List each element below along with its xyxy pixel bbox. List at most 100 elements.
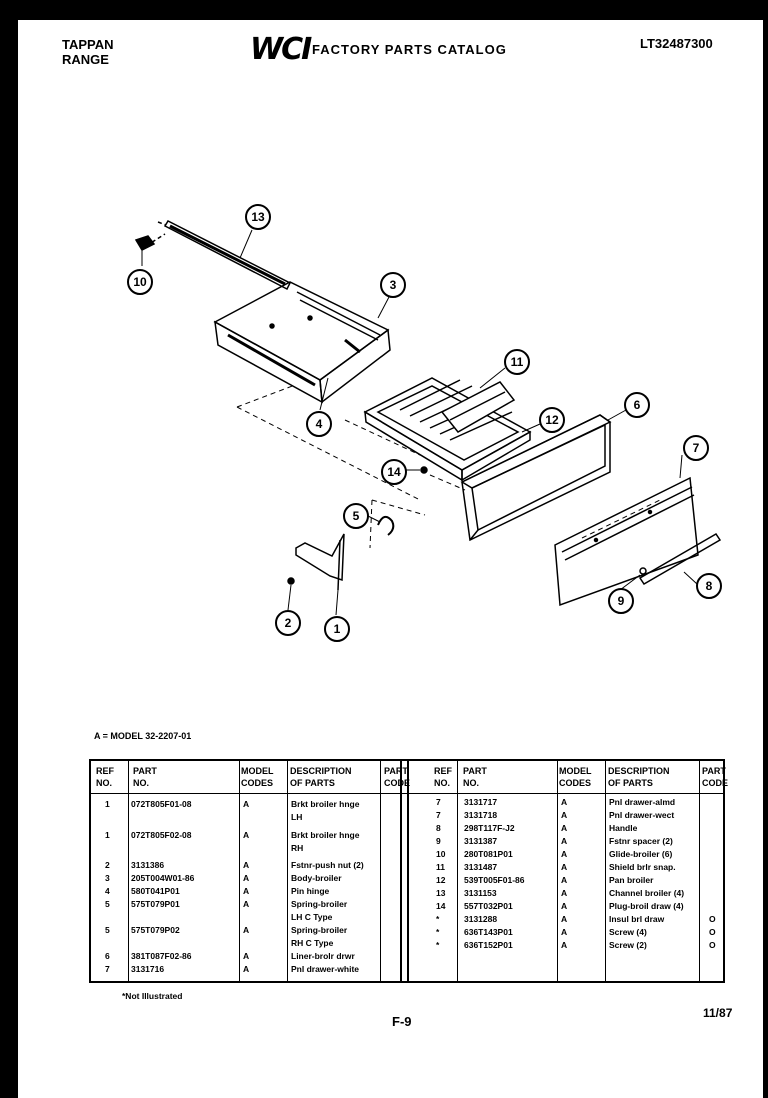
- catalog-number: LT32487300: [640, 36, 713, 51]
- cell-model: A: [561, 810, 568, 820]
- brand-line-1: TAPPAN: [62, 37, 114, 52]
- callout-1: 1: [324, 616, 350, 642]
- cell-ref: *: [436, 927, 440, 937]
- cell-ref: 1: [105, 799, 110, 809]
- cell-ref: 14: [436, 901, 446, 911]
- callout-8: 8: [696, 573, 722, 599]
- catalog-page: [18, 20, 763, 1098]
- cell-part: 3131717: [464, 797, 498, 807]
- cell-part: 636T152P01: [464, 940, 513, 950]
- brand-block: TAPPAN RANGE: [62, 37, 114, 67]
- callout-7: 7: [683, 435, 709, 461]
- cell-ref: 3: [105, 873, 110, 883]
- cell-part: 3131487: [464, 862, 498, 872]
- hinge-bracket-part: [295, 533, 345, 591]
- cell-part: 3131387: [464, 836, 498, 846]
- cell-part: 575T079P01: [131, 899, 180, 909]
- brand-line-2: RANGE: [62, 52, 109, 67]
- cell-desc: Screw (4): [609, 927, 647, 937]
- callout-11: 11: [504, 349, 530, 375]
- cell-model: A: [243, 964, 250, 974]
- cell-model: A: [561, 901, 568, 911]
- cell-desc: LH: [291, 812, 303, 822]
- cell-desc: Pnl drawer-white: [291, 964, 360, 974]
- cell-ref: 1: [105, 830, 110, 840]
- cell-desc: Handle: [609, 823, 638, 833]
- cell-model: A: [561, 875, 568, 885]
- cell-part: 3131716: [131, 964, 165, 974]
- cell-ref: 10: [436, 849, 446, 859]
- spring-part: [377, 515, 395, 536]
- plug-part: [134, 233, 166, 251]
- cell-model: A: [561, 927, 568, 937]
- cell-ref: 12: [436, 875, 446, 885]
- catalog-date: 11/87: [703, 1006, 733, 1020]
- cell-desc: Insul brl draw: [609, 914, 665, 924]
- catalog-title: FACTORY PARTS CATALOG: [312, 42, 507, 57]
- cell-model: A: [561, 914, 568, 924]
- cell-part: 3131718: [464, 810, 498, 820]
- cell-part: 3131288: [464, 914, 498, 924]
- cell-ref: 7: [105, 964, 110, 974]
- cell-model: A: [243, 860, 250, 870]
- exploded-parts-diagram: [134, 220, 722, 616]
- cell-part: 575T079P02: [131, 925, 180, 935]
- cell-desc: RH: [291, 843, 304, 853]
- cell-model: A: [243, 799, 250, 809]
- cell-desc: Liner-brolr drwr: [291, 951, 355, 961]
- cell-model: A: [561, 940, 568, 950]
- callout-2: 2: [275, 610, 301, 636]
- cell-model: A: [561, 823, 568, 833]
- cell-model: A: [243, 830, 250, 840]
- cell-ref: 13: [436, 888, 446, 898]
- broiler-body-part: [213, 281, 391, 404]
- cell-model: A: [561, 862, 568, 872]
- drawer-liner-part: [460, 414, 612, 542]
- cell-ref: 4: [105, 886, 110, 896]
- spacer-part: [639, 567, 647, 575]
- cell-ref: *: [436, 914, 440, 924]
- drawer-handle-part: [638, 532, 722, 586]
- cell-model: A: [561, 888, 568, 898]
- cell-part: 280T081P01: [464, 849, 513, 859]
- cell-code: O: [709, 940, 716, 950]
- callout-4: 4: [306, 411, 332, 437]
- cell-model: A: [243, 899, 250, 909]
- cell-part: 205T004W01-86: [131, 873, 195, 883]
- cell-desc: LH C Type: [291, 912, 333, 922]
- cell-desc: Channel broiler (4): [609, 888, 685, 898]
- leader-lines: [141, 229, 698, 616]
- cell-desc: Screw (2): [609, 940, 647, 950]
- callout-13: 13: [245, 204, 271, 230]
- cell-desc: Pnl drawer-almd: [609, 797, 676, 807]
- cell-model: A: [561, 836, 568, 846]
- cell-desc: Shield brlr snap.: [609, 862, 676, 872]
- cell-model: A: [561, 849, 568, 859]
- cell-desc: RH C Type: [291, 938, 334, 948]
- cell-part: 3131153: [464, 888, 497, 898]
- push-nut-part: [287, 577, 295, 585]
- broiler-shield-part: [440, 381, 516, 433]
- cell-model: A: [243, 886, 250, 896]
- cell-part: 072T805F01-08: [131, 799, 192, 809]
- callout-5: 5: [343, 503, 369, 529]
- page-number: F-9: [392, 1014, 412, 1029]
- cell-part: 539T005F01-86: [464, 875, 525, 885]
- cell-model: A: [243, 951, 250, 961]
- cell-desc: Fstnr spacer (2): [609, 836, 673, 846]
- cell-desc: Body-broiler: [291, 873, 342, 883]
- cell-desc: Glide-broiler (6): [609, 849, 673, 859]
- cell-model: A: [243, 873, 250, 883]
- cell-ref: 11: [436, 862, 445, 872]
- callout-14: 14: [381, 459, 407, 485]
- cell-desc: Pan broiler: [609, 875, 654, 885]
